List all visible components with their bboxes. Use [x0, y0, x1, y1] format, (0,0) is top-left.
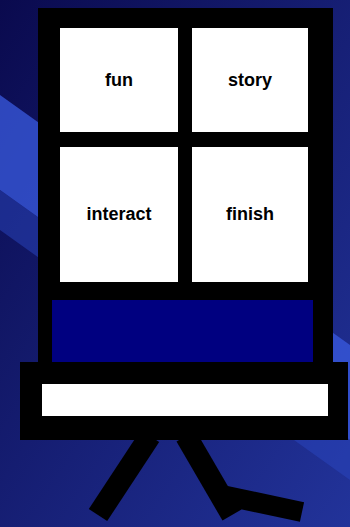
word-card: finish — [192, 147, 308, 282]
easel-leg — [98, 436, 150, 515]
easel-foot — [222, 495, 302, 512]
word-card: story — [192, 28, 308, 132]
easel-base — [20, 362, 348, 440]
card-label: fun — [105, 70, 133, 91]
board-tray — [52, 300, 313, 370]
card-label: interact — [86, 204, 151, 225]
easel-shelf — [42, 384, 328, 416]
card-label: story — [228, 70, 272, 91]
word-card: fun — [60, 28, 178, 132]
board-frame — [38, 8, 333, 378]
word-card: interact — [60, 147, 178, 282]
card-label: finish — [226, 204, 274, 225]
